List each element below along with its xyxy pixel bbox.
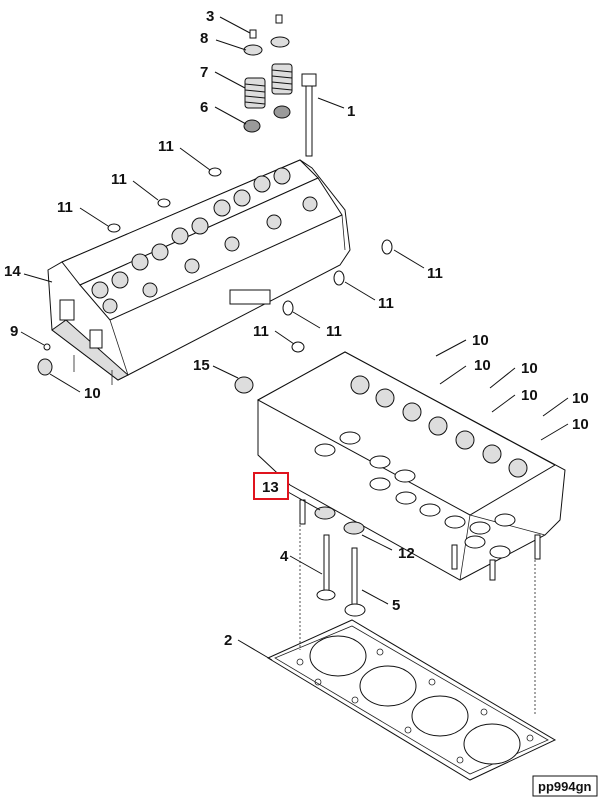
callout-10-e: 10	[572, 390, 589, 407]
callout-10-left: 10	[84, 385, 101, 402]
highlight-box	[253, 472, 289, 500]
assembled-cylinder-head	[47, 159, 351, 385]
callout-11-g: 11	[326, 323, 342, 340]
valve-4	[316, 534, 336, 601]
valve-seat-12	[343, 521, 365, 535]
callout-15: 15	[193, 357, 210, 374]
head-bolt	[301, 73, 317, 157]
callout-9: 9	[10, 323, 18, 340]
callout-labels: 3 8 7 6 1 11 11 11 14 11 11 11 11 9 10 1…	[4, 8, 589, 649]
head-gasket	[266, 619, 557, 781]
valve-5	[344, 547, 366, 617]
seal-15	[234, 376, 254, 394]
callout-4: 4	[280, 548, 289, 565]
callout-3: 3	[206, 8, 214, 25]
callout-8: 8	[200, 30, 208, 47]
o-rings-11	[107, 167, 393, 353]
spring-retainers	[243, 36, 290, 56]
valve-keepers	[249, 14, 283, 39]
callout-10-a: 10	[472, 332, 489, 349]
alignment-lines	[299, 525, 536, 715]
callout-11-b: 11	[111, 171, 127, 188]
highlighted-callout-13[interactable]: 13	[253, 472, 289, 500]
callout-10-d: 10	[521, 387, 538, 404]
callout-13: 13	[262, 479, 279, 496]
callout-7: 7	[200, 64, 208, 81]
valve-stem-seals	[243, 105, 291, 133]
callout-10-c: 10	[521, 360, 538, 377]
callout-14: 14	[4, 263, 21, 280]
callout-1: 1	[347, 103, 355, 120]
reference-code: pp994gn	[538, 779, 592, 794]
callout-11-a: 11	[158, 138, 174, 155]
callout-12: 12	[398, 545, 415, 562]
cap-10-left	[37, 358, 53, 376]
callout-10-f: 10	[572, 416, 589, 433]
bare-cylinder-head	[256, 351, 566, 581]
plug-9	[43, 343, 51, 351]
callout-6: 6	[200, 99, 208, 116]
callout-5: 5	[392, 597, 400, 614]
callout-2: 2	[224, 632, 232, 649]
valve-springs	[244, 63, 293, 109]
callout-11-d: 11	[427, 265, 443, 282]
reference-code-box: pp994gn	[532, 775, 598, 797]
leader-lines	[20, 16, 569, 661]
callout-11-f: 11	[253, 323, 269, 340]
callout-11-c: 11	[57, 199, 73, 216]
callout-11-e: 11	[378, 295, 394, 312]
callout-10-b: 10	[474, 357, 491, 374]
